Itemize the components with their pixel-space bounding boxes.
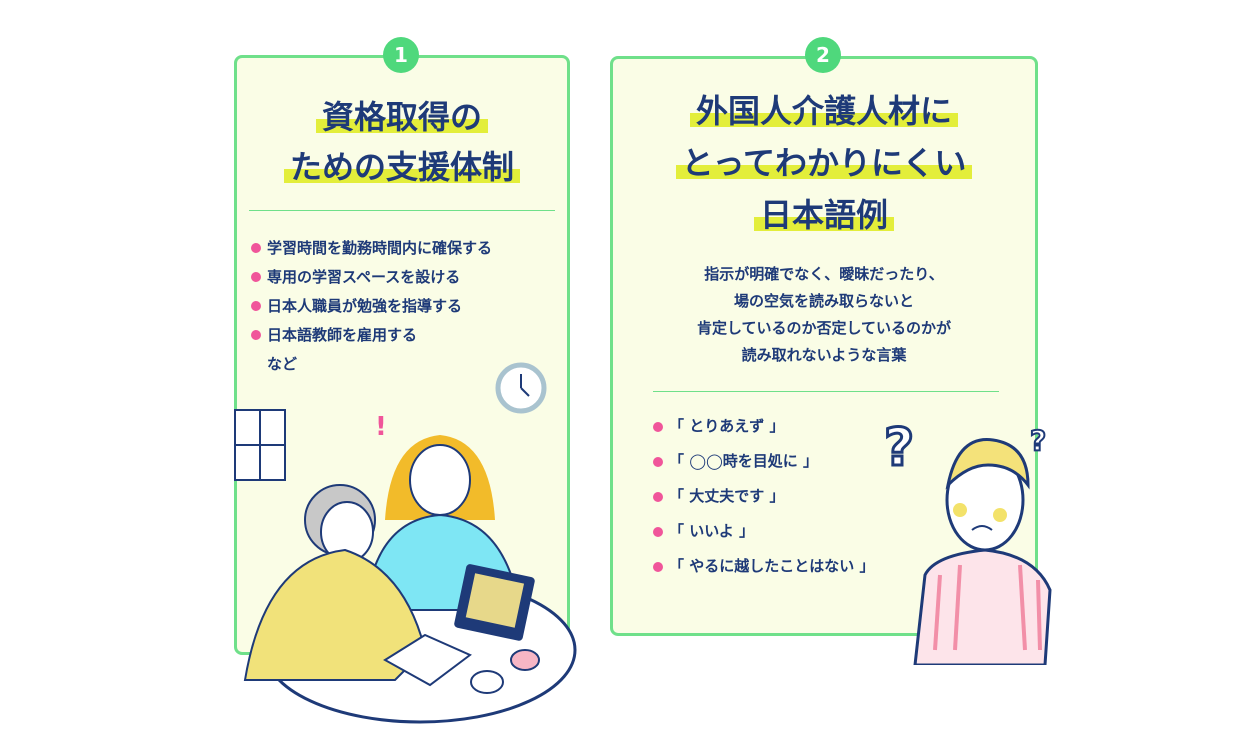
bullet-icon [251, 271, 261, 282]
list-item: 「 大丈夫です 」 [653, 479, 874, 514]
bullet-icon [653, 421, 663, 432]
list-item: 日本人職員が勉強を指導する [251, 291, 492, 320]
bullet-icon [653, 526, 663, 537]
support-panel: 資格取得の ための支援体制 学習時間を勤務時間内に確保する 専用の学習スペースを… [234, 55, 570, 655]
question-mark-icon: ? [1030, 424, 1046, 457]
man-body [243, 548, 427, 681]
divider [653, 391, 999, 392]
panel-title: 外国人介護人材に とってわかりにくい 日本語例 [613, 85, 1035, 241]
open-book [383, 633, 472, 687]
difficult-japanese-panel: 外国人介護人材に とってわかりにくい 日本語例 指示が明確でなく、曖昧だったり、… [610, 56, 1038, 636]
list-item: 日本語教師を雇用する [251, 320, 492, 349]
divider [249, 210, 555, 211]
question-mark-icon: ? [884, 418, 914, 478]
panel-description: 指示が明確でなく、曖昧だったり、 場の空気を読み取らないと 肯定しているのか否定… [696, 265, 952, 364]
cup [510, 649, 540, 671]
bullet-icon [251, 300, 261, 311]
example-list: 「 とりあえず 」 「 ◯◯時を目処に 」 「 大丈夫です 」 「 いいよ 」 … [653, 409, 874, 584]
list-item: 専用の学習スペースを設ける [251, 262, 492, 291]
window-icon [234, 409, 286, 481]
step-badge-1: 1 [383, 37, 419, 73]
hair [945, 438, 1030, 490]
list-item: 「 とりあえず 」 [653, 409, 874, 444]
step-badge-2: 2 [805, 37, 841, 73]
list-suffix: など [267, 355, 298, 373]
support-list: 学習時間を勤務時間内に確保する 専用の学習スペースを設ける 日本人職員が勉強を指… [251, 233, 492, 378]
list-item: 学習時間を勤務時間内に確保する [251, 233, 492, 262]
bullet-icon [653, 561, 663, 572]
list-item: 「 やるに越したことはない 」 [653, 549, 874, 584]
bullet-icon [653, 491, 663, 502]
cup [470, 670, 504, 694]
list-item: 「 ◯◯時を目処に 」 [653, 444, 874, 479]
woman-face [409, 444, 471, 516]
clock-icon [495, 362, 547, 414]
panel-title: 資格取得の ための支援体制 [237, 92, 567, 192]
bullet-icon [653, 456, 663, 467]
list-item: 「 いいよ 」 [653, 514, 874, 549]
bullet-icon [251, 242, 261, 253]
bullet-icon [251, 329, 261, 340]
confused-man-illustration: ? ? [883, 417, 1052, 665]
study-illustration: ! [234, 362, 577, 724]
exclamation-icon: ! [375, 412, 387, 442]
striped-shirt [913, 548, 1052, 665]
